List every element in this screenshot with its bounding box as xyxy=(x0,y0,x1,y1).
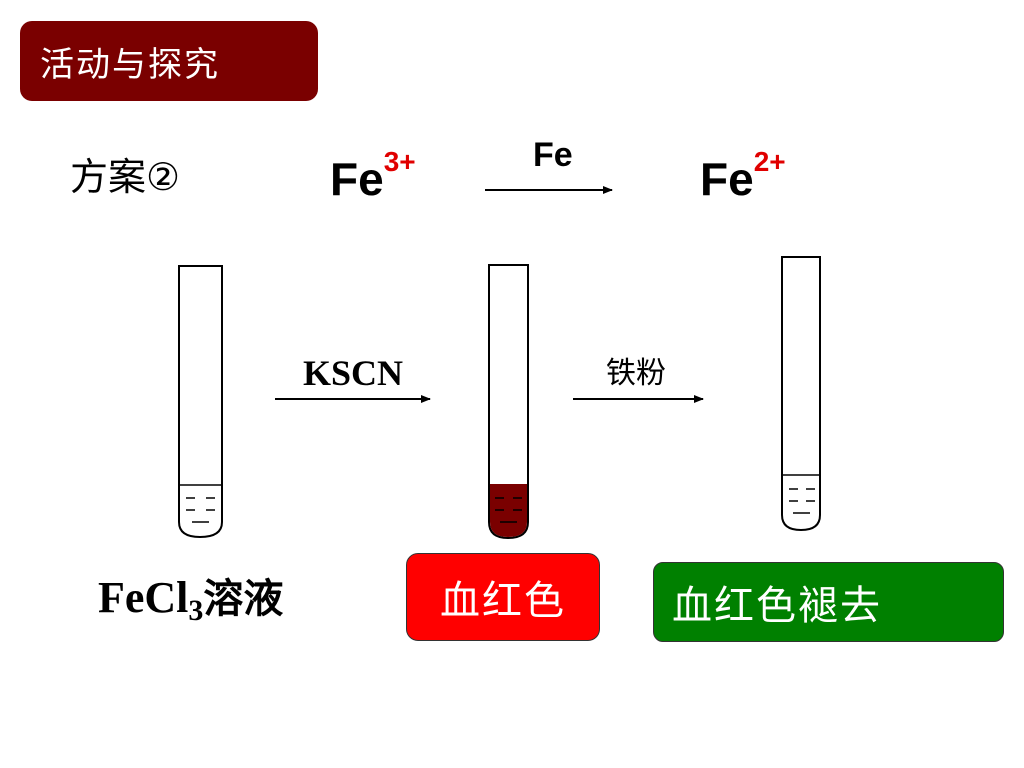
product-ion: Fe2+ xyxy=(700,146,786,206)
title-banner: 活动与探究 xyxy=(20,21,318,101)
equation-reagent: Fe xyxy=(533,136,573,174)
solution-label: FeCl3溶液 xyxy=(98,566,283,628)
test-tube-3 xyxy=(781,256,821,532)
test-tube-2 xyxy=(488,264,529,540)
title-text: 活动与探究 xyxy=(40,44,220,85)
product-charge: 2+ xyxy=(753,146,786,177)
product-symbol: Fe xyxy=(700,153,754,205)
reactant-symbol: Fe xyxy=(330,153,384,205)
tube-1-liquid-dashes xyxy=(186,497,215,523)
reagent-iron-powder-label: 铁粉 xyxy=(606,356,666,391)
reactant-ion: Fe3+ xyxy=(330,146,416,206)
reactant-charge: 3+ xyxy=(383,146,416,177)
result-red-box: 血红色 xyxy=(406,553,600,641)
reagent-kscn-label: KSCN xyxy=(303,353,404,393)
solution-suffix: 溶液 xyxy=(203,576,284,622)
result-faded-text: 血红色褪去 xyxy=(672,583,882,629)
solution-formula: FeCl xyxy=(98,573,189,622)
result-faded-box: 血红色褪去 xyxy=(653,562,1004,642)
tube-3-liquid-dashes xyxy=(789,488,815,514)
result-red-text: 血红色 xyxy=(440,578,566,624)
plan-label: 方案② xyxy=(70,155,181,199)
test-tube-1 xyxy=(178,265,223,539)
solution-subscript: 3 xyxy=(188,594,204,627)
tube-2-liquid-dashes xyxy=(495,497,522,523)
